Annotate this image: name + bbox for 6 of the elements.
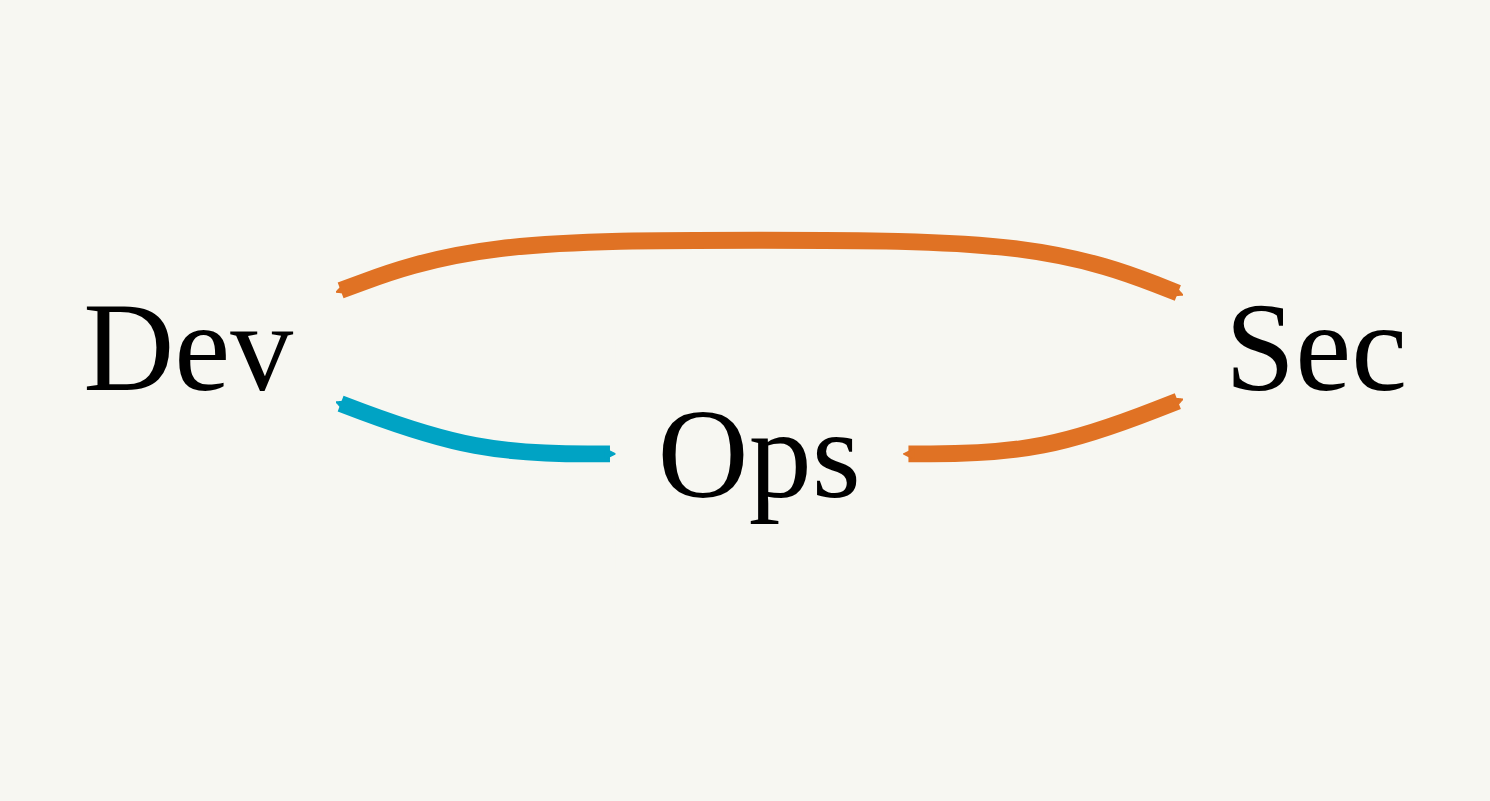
arrow [335, 231, 1184, 301]
arrow [335, 395, 616, 463]
node-text: Ops [657, 384, 861, 524]
arrow [902, 393, 1184, 463]
node-text: Dev [83, 277, 294, 417]
node-text: Sec [1224, 277, 1407, 417]
